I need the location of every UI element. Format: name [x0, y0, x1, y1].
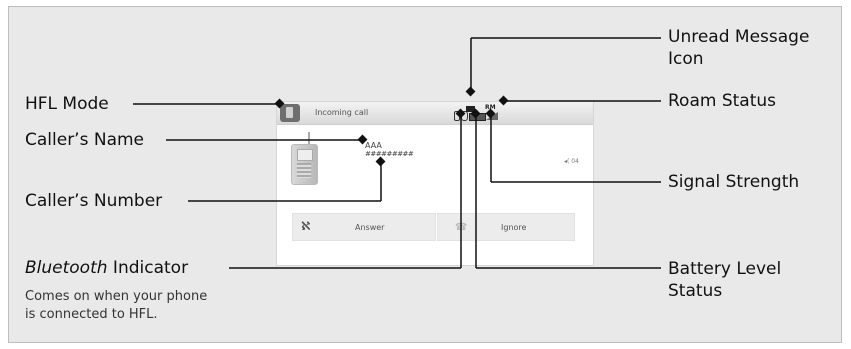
hfl-mode-icon	[280, 104, 300, 122]
hfl-incoming-call-screen: Incoming call RM ◂( 04 AAA ######### ℵ A…	[276, 101, 594, 266]
battery-level-line-2: Status	[668, 281, 723, 301]
screen-title: Incoming call	[315, 108, 369, 117]
ignore-label: Ignore	[501, 223, 527, 232]
bluetooth-note: Comes on when your phone is connected to…	[25, 288, 207, 324]
volume-level: ◂( 04	[564, 158, 579, 165]
callout-unread-message-icon: Unread Message Icon	[668, 26, 809, 70]
unread-message-icon	[466, 106, 475, 112]
answer-label: Answer	[355, 223, 385, 232]
callout-callers-name: Caller’s Name	[25, 130, 144, 150]
caller-name: AAA	[365, 141, 382, 150]
bluetooth-indicator-term: Indicator	[107, 258, 189, 278]
battery-level-line-1: Battery Level	[668, 259, 782, 279]
unread-message-line-2: Icon	[668, 49, 704, 69]
phone-handset-icon: ℵ	[301, 219, 311, 233]
bluetooth-note-line-2: is connected to HFL.	[25, 307, 158, 322]
callout-callers-number: Caller’s Number	[25, 191, 163, 211]
bluetooth-note-line-1: Comes on when your phone	[25, 289, 208, 304]
callout-hfl-mode: HFL Mode	[25, 94, 109, 114]
callout-roam-status: Roam Status	[668, 91, 777, 111]
callout-signal-strength: Signal Strength	[668, 172, 800, 192]
callout-bluetooth-indicator: Bluetooth Indicator	[25, 258, 188, 278]
roam-status: RM	[485, 104, 496, 111]
answer-button[interactable]: ℵ Answer	[292, 213, 436, 241]
callout-battery-level-status: Battery Level Status	[668, 258, 781, 302]
unread-message-line-1: Unread Message	[668, 27, 810, 47]
bluetooth-term: Bluetooth	[25, 258, 108, 278]
phone-icon	[291, 144, 318, 185]
caller-number: #########	[365, 150, 414, 158]
ignore-button[interactable]: ☎ Ignore	[437, 213, 575, 241]
title-bar: Incoming call RM	[277, 102, 593, 125]
phone-antenna	[308, 132, 310, 145]
